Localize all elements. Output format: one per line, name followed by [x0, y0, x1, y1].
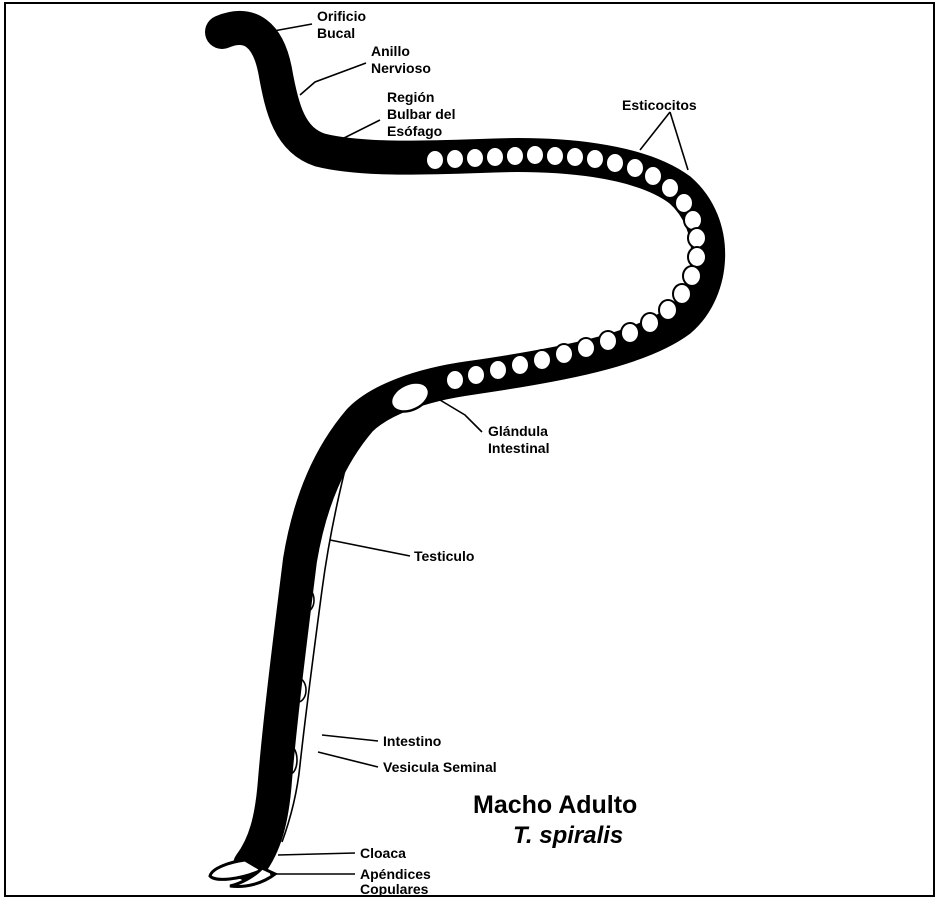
label-region: Región: [387, 89, 434, 105]
label-cloaca: Cloaca: [360, 845, 406, 861]
label-esticocitos: Esticocitos: [622, 97, 697, 113]
label-intestino: Intestino: [383, 733, 441, 749]
stichocytes: [426, 145, 706, 390]
figure-species: T. spiralis: [513, 822, 623, 849]
label-anillo: Anillo: [371, 43, 410, 59]
label-esofago: Esófago: [387, 123, 442, 139]
label-bucal: Bucal: [317, 25, 355, 41]
label-vesicula: Vesicula Seminal: [383, 759, 497, 775]
label-nervioso: Nervioso: [371, 60, 431, 76]
label-intestinal: Intestinal: [488, 440, 549, 456]
label-copulares: Copulares: [360, 881, 429, 897]
figure-title: Macho Adulto: [473, 791, 637, 819]
label-bulbar: Bulbar del: [387, 106, 455, 122]
label-orificio: Orificio: [317, 8, 366, 24]
worm-body: [222, 28, 708, 865]
label-apendices: Apéndices: [360, 866, 431, 882]
label-glandula: Glándula: [488, 423, 548, 439]
label-testiculo: Testiculo: [414, 548, 474, 564]
